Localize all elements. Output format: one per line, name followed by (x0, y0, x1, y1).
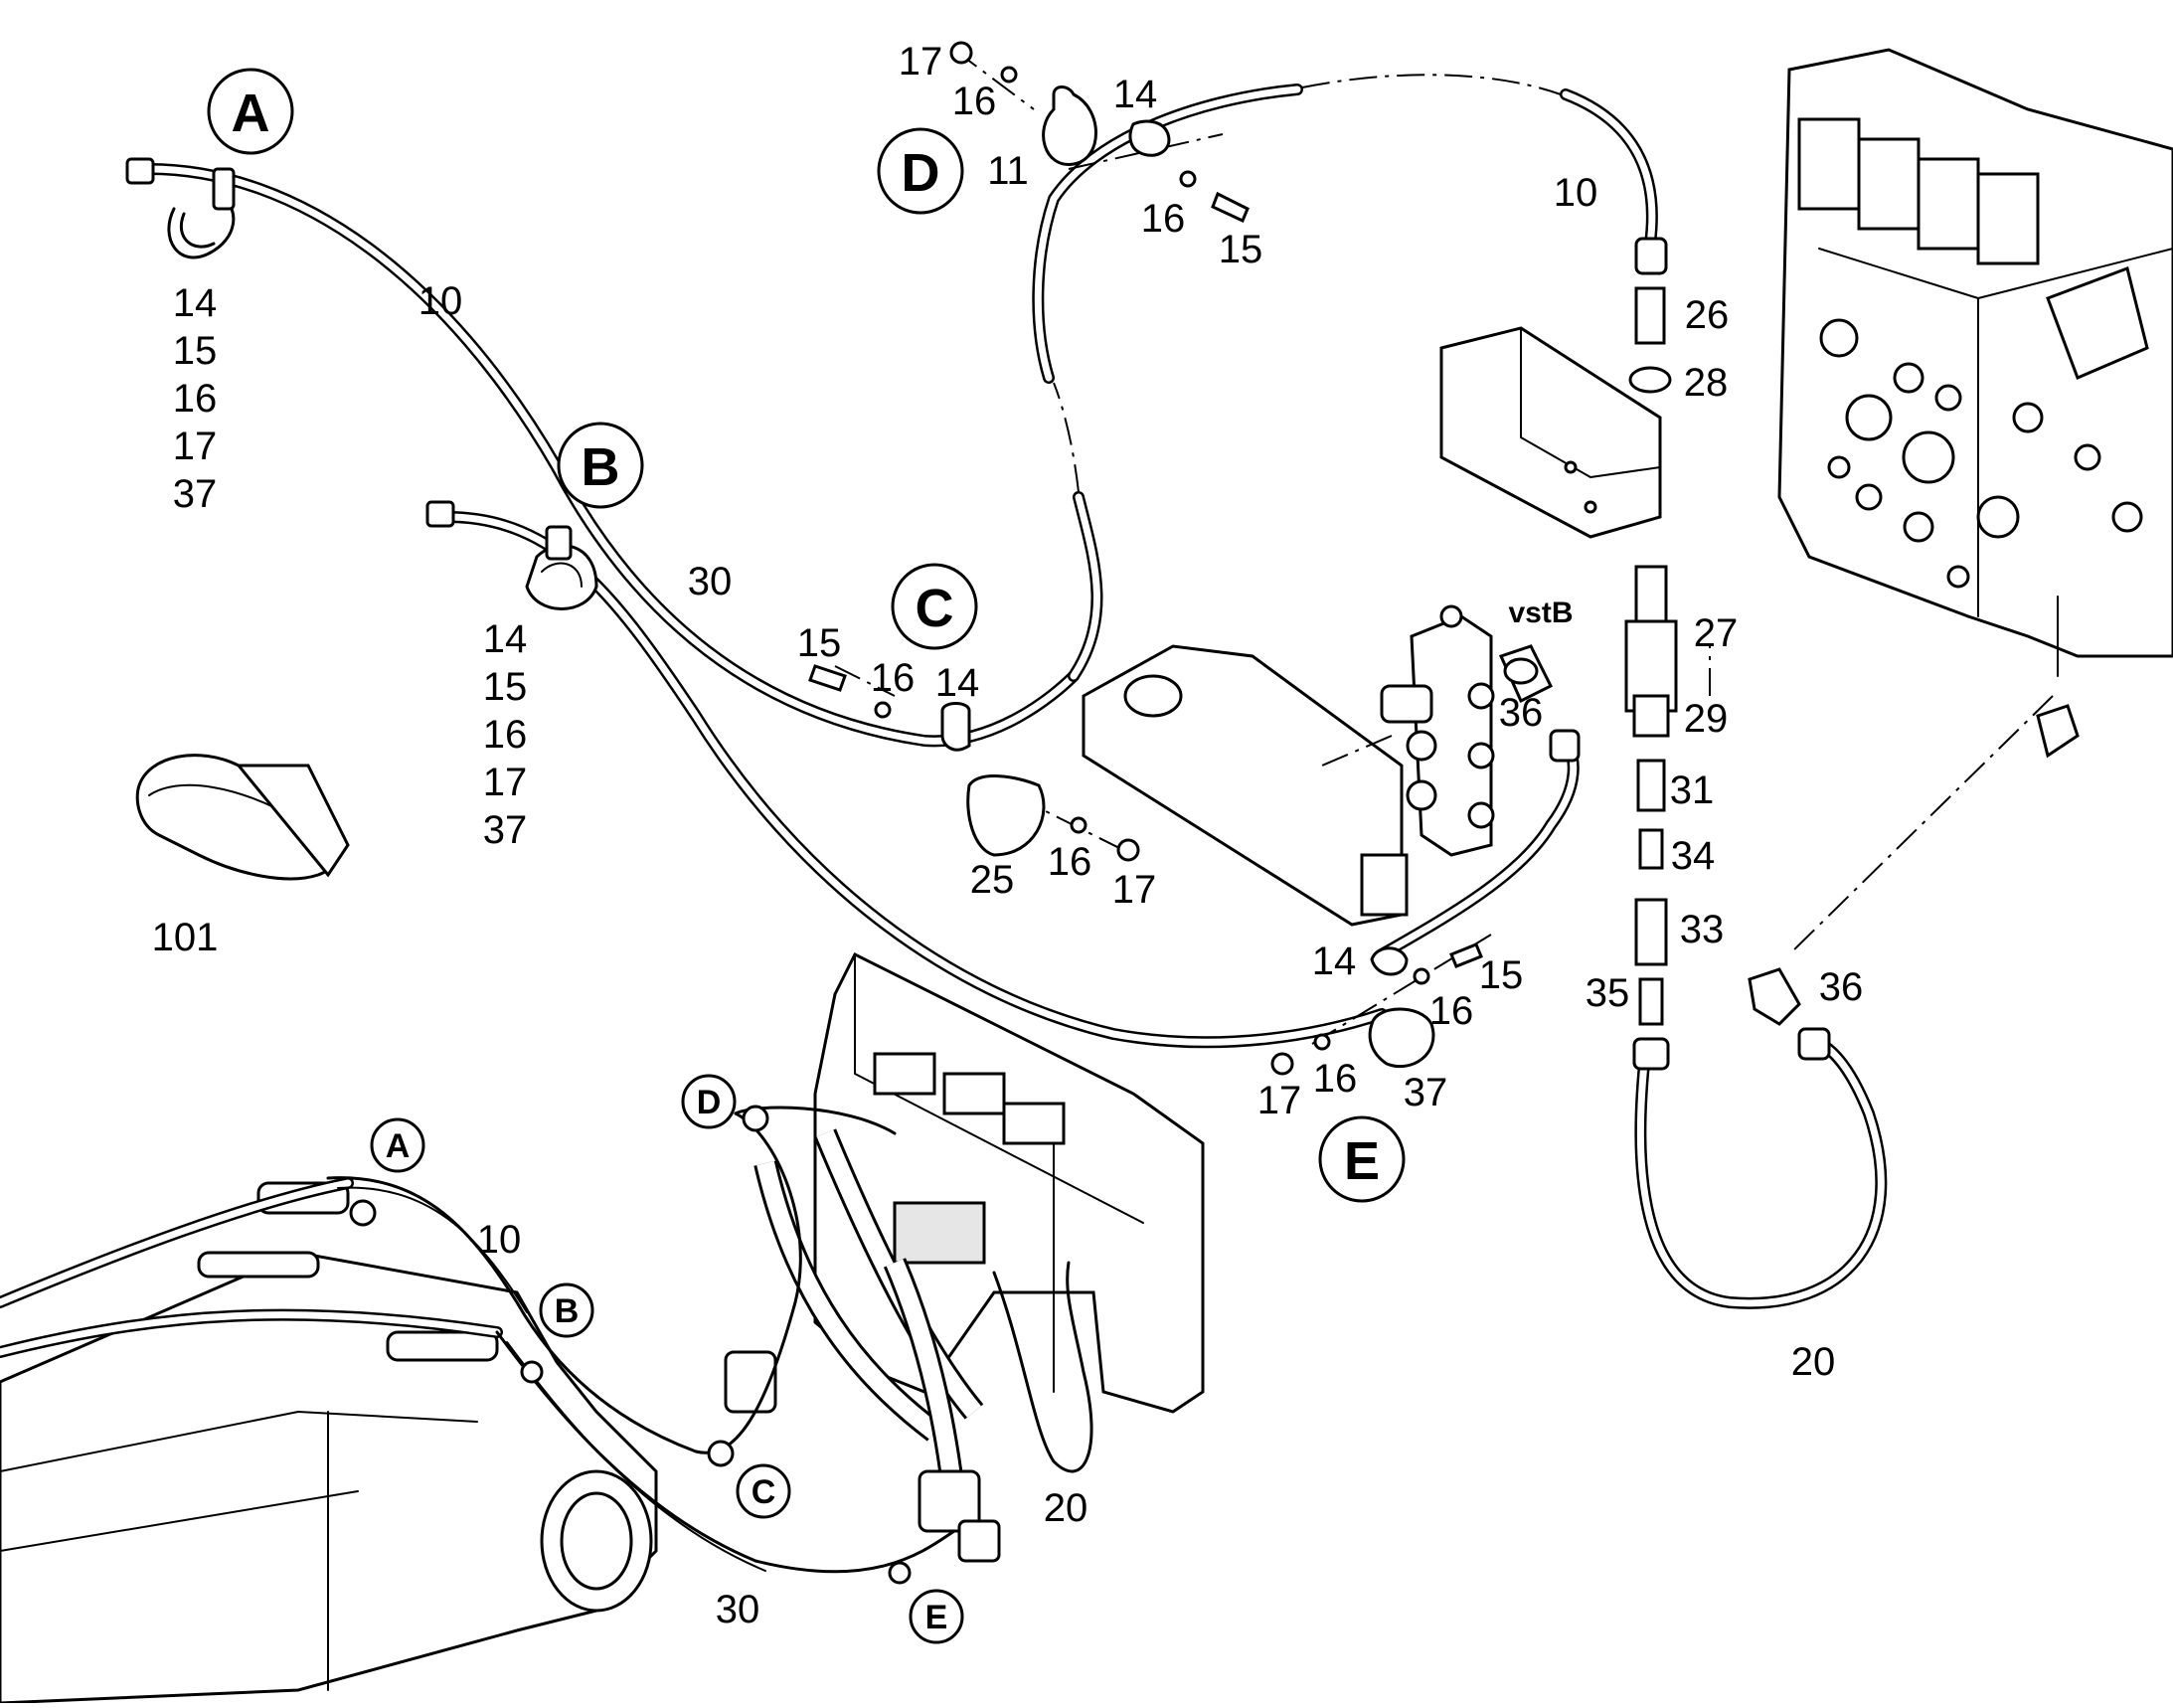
callout-e: E (1318, 1115, 1406, 1203)
callout-d-letter: D (902, 143, 940, 203)
label-c-16b: 16 (1048, 840, 1092, 884)
lower-hose-routing (326, 1105, 1093, 1585)
label-b-37: 37 (483, 808, 528, 852)
boom-arm (0, 1177, 658, 1705)
label-a-16: 16 (173, 377, 218, 421)
callout-c-letter: C (916, 579, 954, 638)
label-a-37: 37 (173, 472, 218, 516)
small-callout-b: B (539, 1282, 594, 1338)
label-hose-20-lower: 20 (1044, 1486, 1088, 1530)
small-callout-e-letter: E (925, 1599, 948, 1636)
callout-b: B (557, 422, 644, 509)
label-stack-b: 14 15 16 17 37 (483, 617, 528, 852)
hose-e-to-vstb (1376, 735, 1580, 960)
label-fitting-36-right: 36 (1819, 965, 1864, 1009)
label-a-15: 15 (173, 329, 218, 373)
engine-pump-assembly (724, 951, 1205, 1563)
vstb-tee-fitting-36 (1498, 644, 1581, 763)
callout-a: A (207, 68, 294, 155)
label-fitting-35: 35 (1586, 971, 1630, 1015)
label-c-25: 25 (970, 858, 1015, 902)
label-d-16b: 16 (1141, 197, 1186, 241)
label-fitting-31: 31 (1670, 769, 1715, 812)
frame-section (1082, 644, 1409, 927)
small-callout-d: D (681, 1074, 737, 1129)
small-callout-d-letter: D (697, 1084, 722, 1121)
label-stack-a: 14 15 16 17 37 (173, 281, 218, 516)
label-a-14: 14 (173, 281, 218, 325)
labels-group-d: 17 16 14 11 16 15 (899, 40, 1263, 271)
label-fitting-28: 28 (1684, 361, 1729, 405)
label-band-101: 101 (152, 916, 219, 959)
small-callout-a-letter: A (386, 1127, 411, 1165)
band-strap-101 (135, 754, 350, 881)
label-d-14: 14 (1113, 73, 1158, 116)
label-fitting-36-left: 36 (1499, 691, 1544, 735)
labels-fitting-stack: 26 28 27 29 31 34 33 35 (1586, 293, 1739, 1015)
clamp-c-parts (808, 664, 1140, 862)
label-hose-30-top: 30 (688, 560, 733, 603)
label-d-17: 17 (899, 40, 943, 84)
small-callout-b-letter: B (555, 1292, 580, 1330)
label-e-17: 17 (1257, 1079, 1302, 1122)
label-a-17: 17 (173, 425, 218, 468)
hose-20-loop (1634, 1033, 1888, 1309)
small-callout-a: A (370, 1117, 425, 1173)
label-hose-10-top: 10 (418, 279, 463, 323)
clamp-a (167, 167, 236, 259)
right-tee-fitting-36 (1748, 967, 1831, 1061)
label-c-16a: 16 (871, 656, 916, 700)
label-fitting-27: 27 (1694, 611, 1739, 655)
label-fitting-26: 26 (1685, 293, 1730, 337)
label-d-11: 11 (987, 149, 1029, 193)
label-hose-10-right: 10 (1554, 171, 1598, 215)
label-e-15: 15 (1479, 953, 1524, 997)
callout-d: D (877, 127, 964, 215)
label-c-14: 14 (935, 661, 980, 705)
small-callout-c: C (736, 1463, 791, 1519)
control-valve-block (1777, 48, 2173, 759)
clamp-d-parts (949, 41, 1250, 224)
label-fitting-33: 33 (1680, 908, 1725, 951)
mounting-bracket (1439, 326, 1662, 539)
label-b-16: 16 (483, 713, 528, 757)
label-e-37: 37 (1404, 1071, 1448, 1114)
label-b-17: 17 (483, 761, 528, 804)
callout-b-letter: B (582, 437, 620, 497)
small-callout-c-letter: C (752, 1473, 776, 1511)
label-e-14: 14 (1312, 939, 1357, 983)
label-c-17: 17 (1112, 868, 1157, 912)
label-fitting-34: 34 (1671, 834, 1716, 878)
label-b-15: 15 (483, 665, 528, 709)
clamp-e-parts (1270, 942, 1483, 1076)
label-c-15: 15 (797, 621, 842, 665)
label-vstb: vstB (1508, 597, 1573, 629)
labels-group-c: 15 16 14 25 16 17 (797, 621, 1157, 912)
hose-10-upper (125, 157, 1080, 748)
hose-10-arc (1032, 74, 1658, 682)
label-hose-30-lower: 30 (716, 1588, 760, 1631)
label-hose-10-lower: 10 (477, 1218, 522, 1262)
fitting-stack (1624, 237, 1678, 1071)
label-fitting-29: 29 (1684, 697, 1729, 741)
label-d-15: 15 (1219, 228, 1263, 271)
callout-a-letter: A (232, 84, 270, 143)
label-e-16b: 16 (1313, 1057, 1358, 1101)
label-d-16a: 16 (952, 80, 997, 123)
small-callout-e: E (909, 1589, 964, 1644)
callout-e-letter: E (1344, 1131, 1380, 1191)
clamp-b (525, 525, 598, 610)
label-b-14: 14 (483, 617, 528, 661)
callout-c: C (891, 563, 978, 650)
distribution-manifold (1380, 604, 1495, 857)
label-hose-20-right: 20 (1791, 1340, 1836, 1384)
label-e-16a: 16 (1429, 989, 1474, 1033)
labels-group-e: 14 15 16 16 17 37 (1257, 939, 1524, 1122)
